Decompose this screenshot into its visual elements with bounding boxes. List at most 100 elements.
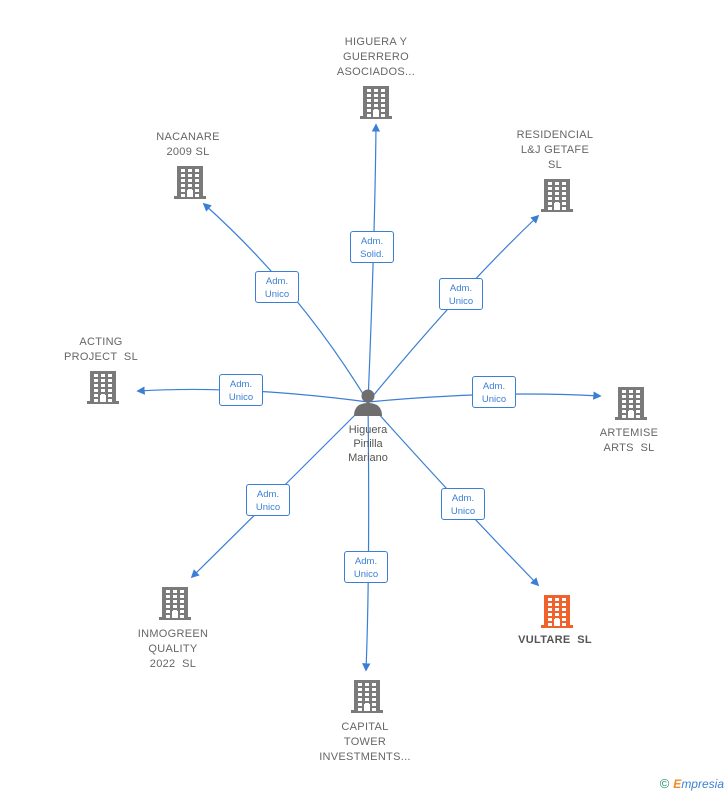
building-window [548, 623, 552, 626]
building-window [358, 693, 362, 696]
building-window [365, 698, 369, 701]
building-window [173, 595, 177, 598]
building-window [548, 202, 552, 205]
building-window [548, 603, 552, 606]
company-label-line: TOWER [343, 736, 387, 748]
brand-initial: E [673, 777, 682, 791]
building-window [636, 405, 640, 408]
building-window [195, 179, 199, 182]
relation-text: Adm. [482, 381, 506, 392]
building-window [365, 683, 369, 686]
company-label-line: CAPITAL [341, 721, 389, 733]
footer-brand[interactable]: ©Empresia [660, 776, 724, 791]
building-window [108, 394, 112, 397]
building-window [562, 182, 566, 185]
building-window [372, 703, 376, 706]
relation-text: Adm. [265, 276, 289, 287]
building-window [629, 400, 633, 403]
building-window [358, 703, 362, 706]
relation-text: Adm. [360, 236, 384, 247]
building-window [372, 683, 376, 686]
company-label-line: INMOGREEN [137, 628, 209, 640]
relation-badge-residencial[interactable]: Adm.Unico [439, 278, 483, 310]
building-window [636, 395, 640, 398]
center-person-name[interactable]: Higuera Pinilla Mariano [328, 423, 408, 465]
building-window [374, 94, 378, 97]
building-window [381, 114, 385, 117]
building-icon[interactable] [541, 595, 573, 628]
building-window [94, 374, 98, 377]
relation-text: Unico [448, 296, 474, 307]
building-door [187, 190, 193, 197]
building-window [365, 693, 369, 696]
relation-badge-acting[interactable]: Adm.Unico [219, 374, 263, 406]
building-window [166, 600, 170, 603]
building-window [181, 169, 185, 172]
building-window [181, 184, 185, 187]
building-window [622, 390, 626, 393]
building-window [555, 598, 559, 601]
relation-badge-capital[interactable]: Adm.Unico [344, 551, 388, 583]
building-icon[interactable] [159, 587, 191, 620]
relation-text: Unico [255, 502, 281, 513]
building-window [358, 708, 362, 711]
building-window [374, 104, 378, 107]
company-label-line: ACTING [79, 336, 123, 348]
building-window [562, 618, 566, 621]
building-window [555, 608, 559, 611]
relation-badge-artemise[interactable]: Adm.Unico [472, 376, 516, 408]
building-window [188, 184, 192, 187]
building-window [180, 615, 184, 618]
building-icon[interactable] [360, 86, 392, 119]
relation-badge-vultare[interactable]: Adm.Unico [441, 488, 485, 520]
building-window [101, 389, 105, 392]
building-window [94, 379, 98, 382]
building-window [622, 400, 626, 403]
building-door [364, 704, 370, 711]
building-icon[interactable] [351, 680, 383, 713]
building-icon[interactable] [87, 371, 119, 404]
building-window [555, 182, 559, 185]
building-window [381, 94, 385, 97]
company-label-line: INVESTMENTS... [319, 751, 411, 763]
building-icon[interactable] [541, 179, 573, 212]
building-window [636, 390, 640, 393]
building-window [108, 384, 112, 387]
copyright-icon: © [659, 776, 670, 791]
company-label-capital[interactable]: CAPITAL TOWER INVESTMENTS... [305, 720, 425, 765]
relation-badge-higuera[interactable]: Adm.Solid. [350, 231, 394, 263]
building-window [181, 174, 185, 177]
relation-badge-nacanare[interactable]: Adm. Unico [255, 271, 299, 303]
building-window [181, 189, 185, 192]
building-window [108, 374, 112, 377]
building-window [195, 189, 199, 192]
relation-text: Unico [264, 289, 290, 300]
building-window [166, 610, 170, 613]
building-window [195, 169, 199, 172]
building-window [562, 187, 566, 190]
building-window [629, 405, 633, 408]
building-door [554, 619, 560, 626]
building-window [622, 395, 626, 398]
building-window [622, 410, 626, 413]
relation-badge-inmogreen[interactable]: Adm.Unico [246, 484, 290, 516]
building-window [548, 608, 552, 611]
building-window [372, 688, 376, 691]
building-window [372, 708, 376, 711]
building-icon[interactable] [174, 166, 206, 199]
person-icon[interactable] [354, 389, 382, 417]
building-icon[interactable] [615, 387, 647, 420]
building-window [629, 390, 633, 393]
building-window [629, 395, 633, 398]
building-window [94, 399, 98, 402]
company-label-vultare[interactable]: VULTARE SL [495, 633, 615, 648]
relation-text: Unico [228, 392, 254, 403]
company-label-line: ARTS SL [603, 442, 655, 454]
relation-text: Unico [353, 569, 379, 580]
